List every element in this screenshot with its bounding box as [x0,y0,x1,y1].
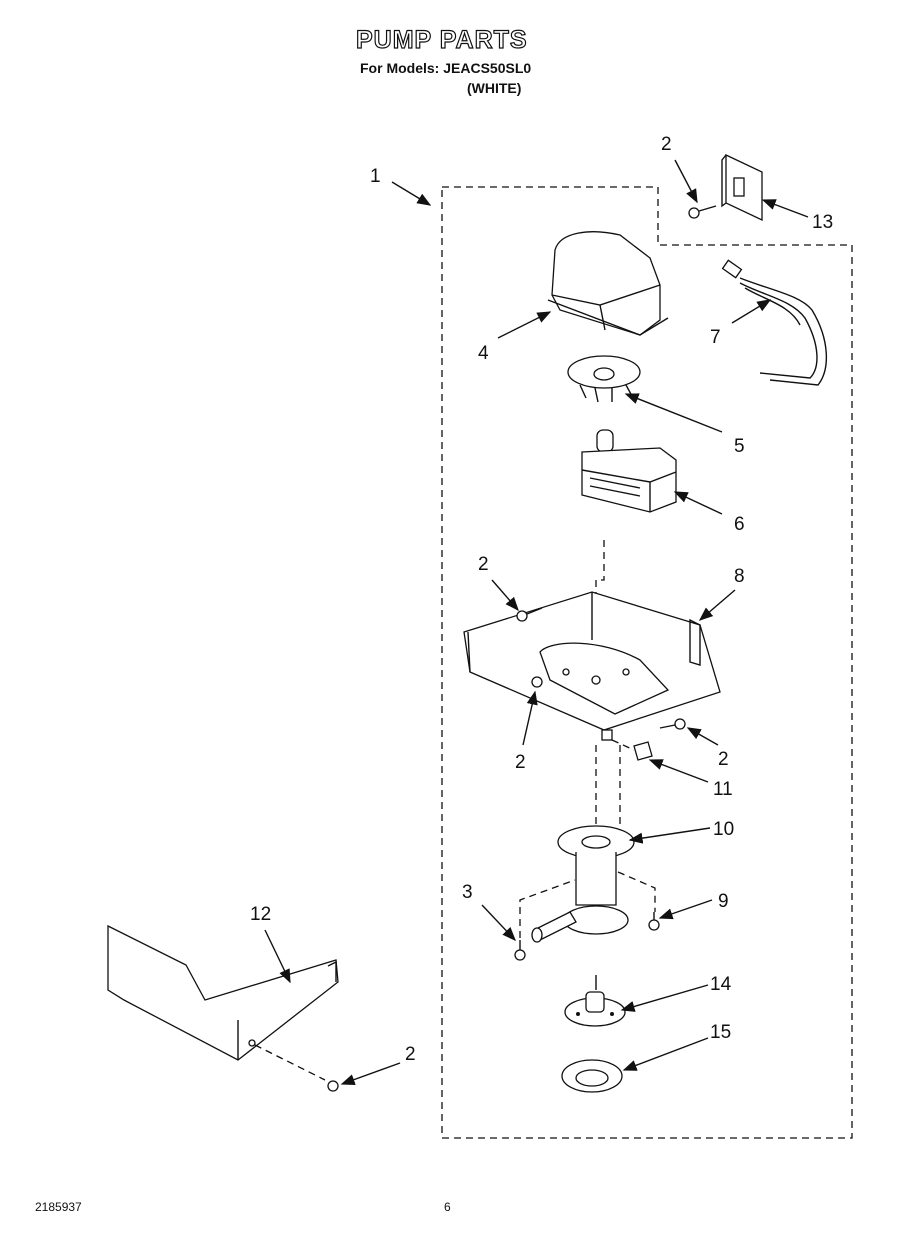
callout-6: 6 [734,514,745,535]
part-2-screw-mid [531,676,543,688]
callout-2-top: 2 [661,134,672,155]
part-2-screw-left [516,607,543,622]
part-2-screw-bottom [327,1080,339,1092]
callout-11: 11 [713,779,733,800]
callout-8: 8 [734,566,745,587]
part-2-screw-top [688,205,717,219]
models-line: For Models: JEACS50SL0 [360,60,532,76]
callout-2-left: 2 [478,554,489,575]
callout-12: 12 [250,904,271,925]
callout-1: 1 [370,166,381,187]
callout-4: 4 [478,343,489,364]
callout-2-bottom: 2 [405,1044,416,1065]
part-6-motor [581,429,677,513]
part-3-screw [514,940,526,961]
page-title: PUMP PARTS [355,25,528,54]
assembly-boundary [441,186,853,1139]
part-8-base-bracket [463,591,721,741]
callout-14: 14 [710,974,732,995]
page-number: 6 [444,1200,451,1214]
part-4-cover [547,231,669,336]
callout-2-mid: 2 [515,752,526,773]
callout-9: 9 [718,891,729,912]
part-13-bracket [721,153,763,222]
part-10-pump-housing [531,825,635,943]
color-line: (WHITE) [467,80,522,96]
part-14-impeller [564,975,626,1027]
part-15-seal-ring [561,1059,623,1093]
callout-10: 10 [713,819,734,840]
callout-2-right: 2 [718,749,729,770]
part-7-wire-harness [721,259,827,386]
part-9-screw [648,912,660,931]
callout-13: 13 [812,212,833,233]
callout-3: 3 [462,882,473,903]
part-12-cover-plate [107,924,339,1061]
document-number: 2185937 [35,1200,82,1214]
part-11-clip [611,739,653,761]
callout-15: 15 [710,1022,731,1043]
callout-5: 5 [734,436,745,457]
part-2-screw-right [659,718,686,730]
part-5-impeller [567,355,641,403]
callout-7: 7 [710,327,721,348]
